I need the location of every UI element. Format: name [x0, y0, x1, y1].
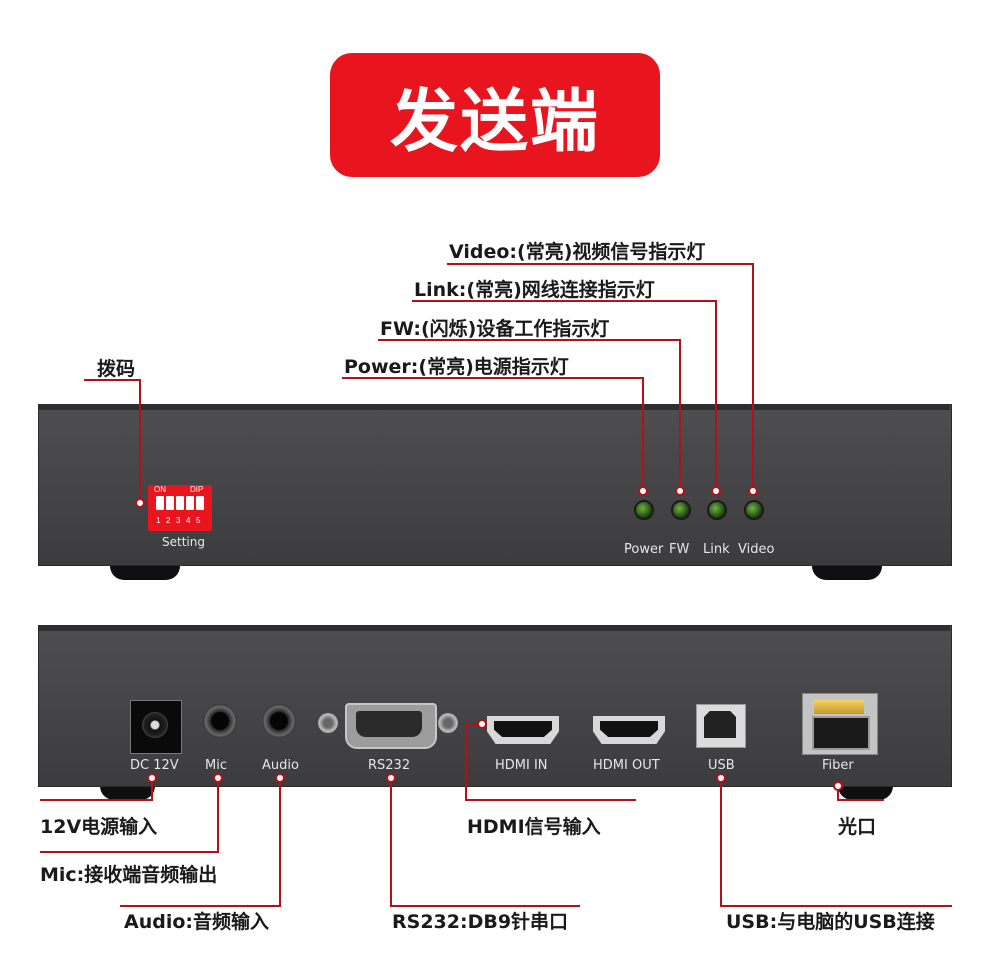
power-led	[634, 500, 654, 520]
front-foot-right	[812, 562, 882, 580]
dip-number-3: 3	[176, 516, 181, 525]
audio-leader-line	[120, 778, 281, 907]
hdmi-in-slot	[494, 721, 552, 737]
sfp-module-icon	[814, 700, 864, 714]
audio-anchor-dot	[275, 773, 285, 783]
dip-number-5: 5	[196, 516, 201, 525]
title-badge: 发送端	[330, 53, 660, 177]
usb-label: USB	[708, 758, 735, 773]
rs232-label: RS232	[368, 758, 411, 773]
dip-setting-label: Setting	[162, 535, 205, 549]
dip-on-label: ON	[154, 485, 166, 494]
fw-leader-line	[378, 339, 681, 489]
dip-toggle-1[interactable]	[156, 496, 164, 510]
rs232-screw-left-icon	[318, 713, 338, 733]
hdmi-out-label: HDMI OUT	[593, 758, 660, 773]
dip-number-4: 4	[186, 516, 191, 525]
sfp-cage-opening	[812, 716, 870, 750]
link-led-label: Link	[703, 542, 730, 557]
page-title: 发送端	[389, 82, 600, 162]
fiber-anchor-dot	[833, 781, 843, 791]
callout-rs232: RS232:DB9针串口	[392, 911, 569, 933]
link-anchor-dot	[711, 486, 721, 496]
callout-hdmi-in: HDMI信号输入	[467, 816, 601, 838]
dc-leader-line	[40, 778, 153, 801]
mic-port[interactable]	[203, 704, 237, 738]
dip-dip-label: DIP	[190, 485, 204, 494]
dip-toggle-5[interactable]	[196, 496, 204, 510]
callout-power: Power:(常亮)电源指示灯	[344, 356, 569, 378]
callout-dip: 拨码	[97, 358, 136, 380]
rs232-leader-line	[390, 778, 580, 907]
callout-dc: 12V电源输入	[40, 816, 158, 838]
callout-audio: Audio:音频输入	[124, 911, 269, 933]
power-anchor-dot	[638, 486, 648, 496]
usb-anchor-dot	[716, 773, 726, 783]
front-foot-left	[110, 562, 180, 580]
dip-toggle-3[interactable]	[176, 496, 184, 510]
fiber-label: Fiber	[822, 758, 854, 773]
dip-anchor-dot	[135, 498, 145, 508]
rs232-screw-right-icon	[438, 713, 458, 733]
usb-leader-line	[720, 778, 952, 907]
video-leader-line	[447, 263, 754, 489]
hdmi-in-leader-line	[465, 723, 636, 801]
rs232-pin-area	[356, 711, 422, 737]
callout-video: Video:(常亮)视频信号指示灯	[449, 241, 706, 263]
dip-number-1: 1	[156, 516, 161, 525]
power-led-label: Power	[624, 542, 664, 557]
callout-fw: FW:(闪烁)设备工作指示灯	[380, 318, 610, 340]
fw-led	[671, 500, 691, 520]
fw-anchor-dot	[675, 486, 685, 496]
mic-anchor-dot	[213, 773, 223, 783]
dip-leader-line	[84, 379, 141, 502]
link-led	[707, 500, 727, 520]
dip-number-2: 2	[166, 516, 171, 525]
front-panel-top-edge	[38, 404, 950, 410]
link-leader-line	[412, 300, 717, 489]
fiber-leader-line	[837, 788, 884, 801]
dip-toggle-4[interactable]	[186, 496, 194, 510]
audio-port[interactable]	[262, 704, 296, 738]
dc-12v-label: DC 12V	[130, 758, 179, 773]
hdmi-in-anchor-dot	[477, 719, 487, 729]
video-led	[744, 500, 764, 520]
usb-b-socket-icon	[704, 711, 736, 738]
dc-jack-socket	[142, 712, 168, 738]
video-led-label: Video	[738, 542, 775, 557]
mic-leader-line	[40, 778, 219, 853]
rear-panel	[38, 625, 952, 787]
callout-link: Link:(常亮)网线连接指示灯	[414, 279, 655, 301]
fw-led-label: FW	[669, 542, 690, 557]
callout-fiber: 光口	[838, 816, 877, 838]
callout-usb: USB:与电脑的USB连接	[726, 911, 935, 933]
rear-panel-top-edge	[38, 625, 950, 631]
rs232-anchor-dot	[386, 773, 396, 783]
mic-label: Mic	[205, 758, 227, 773]
callout-mic: Mic:接收端音频输出	[40, 864, 218, 886]
hdmi-out-slot	[600, 721, 658, 737]
video-anchor-dot	[748, 486, 758, 496]
audio-label: Audio	[262, 758, 299, 773]
power-leader-line	[342, 377, 644, 489]
dc-anchor-dot	[147, 773, 157, 783]
hdmi-in-label: HDMI IN	[495, 758, 548, 773]
dip-toggle-2[interactable]	[166, 496, 174, 510]
